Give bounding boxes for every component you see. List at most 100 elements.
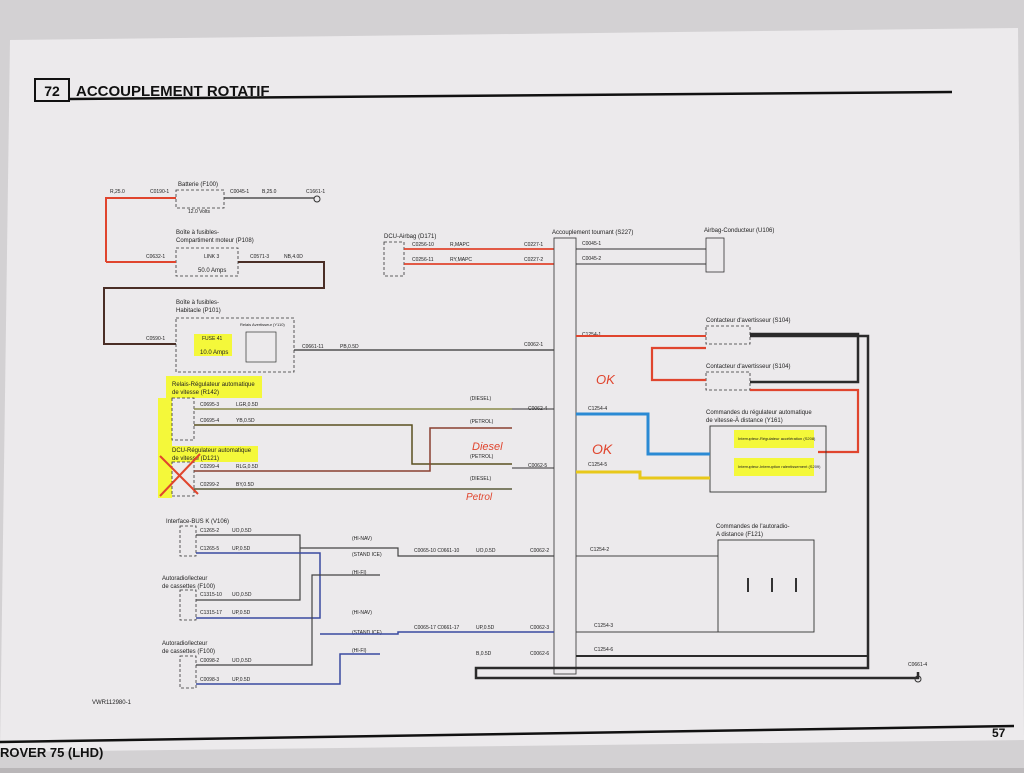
marker-blue-cruise (576, 412, 710, 456)
airbag-driver-box (705, 237, 725, 273)
radio1-c2: C1315-17 (200, 610, 222, 616)
battery-c-left: C0190-1 (150, 189, 169, 195)
battery-wire-left: R,25.0 (110, 189, 125, 195)
footer-rule (0, 724, 1015, 744)
radio1-box (179, 589, 197, 621)
marker-black-ground (474, 334, 920, 680)
dcu-airbag-wire2: RY,MAPC (450, 257, 472, 263)
footer-model: ROVER 75 (LHD) (0, 745, 103, 760)
handwritten-ok-1: OK (596, 372, 616, 387)
battery-wire-right: B,25.0 (262, 189, 277, 195)
footer-ref: VWR112980-1 (92, 700, 132, 706)
relay-speed-wire2: YB,0.5D (236, 418, 255, 424)
fusebox-engine-title1: Boîte à fusibles- (176, 230, 219, 236)
splice-row2-mid: C0062-3 (530, 625, 549, 631)
radio-remote-title2: A distance (F121) (716, 532, 763, 538)
rotary-c7: C1254-3 (594, 623, 613, 629)
relay-symbol (245, 331, 277, 363)
header-rule (69, 90, 953, 101)
busk-wire2: UP,0.5D (232, 546, 251, 552)
fusebox-cabin-title1: Boîte à fusibles- (176, 300, 219, 306)
busk-wire1: UO,0.5D (232, 528, 252, 534)
option-standice-1: (STAND ICE) (352, 552, 382, 558)
wire-uo-main (300, 547, 432, 557)
fusebox-engine-c-right: C0571-3 (250, 254, 269, 260)
radio-remote-title1: Commandes de l'autoradio- (716, 524, 790, 530)
ground-end-label: C0661-4 (908, 662, 927, 668)
dcu-airbag-wire1: R,MAPC (450, 242, 470, 248)
radio2-c2: C0098-3 (200, 677, 219, 683)
horn2-title: Contacteur d'avertisseur (S104) (706, 364, 791, 370)
header-number-box (34, 78, 70, 102)
sw2-highlight (734, 458, 814, 476)
fusebox-engine-link: LINK 3 (204, 254, 220, 260)
horn1-title: Contacteur d'avertisseur (S104) (706, 318, 791, 324)
fusebox-engine-c-left: C0632-1 (146, 254, 165, 260)
dcu-title-highlight (166, 446, 258, 462)
splice-row1-mid: C0062-2 (530, 548, 549, 554)
handwritten-ok-2: OK (592, 441, 613, 457)
dcu-speed-c2: C0299-2 (200, 482, 219, 488)
cruise-box (709, 425, 827, 493)
dcu-airbag-c2b: C0227-2 (524, 257, 543, 263)
dcu-speed-c1: C0299-4 (200, 464, 219, 470)
cruise-sw1: Interrupteur-Régulateur accélération (S2… (738, 436, 816, 441)
radio1-title1: Autoradio/lecteur (162, 576, 207, 582)
splice-row3-wire: B,0.5D (476, 651, 492, 657)
marker-red-to-cruise (750, 388, 860, 454)
rotary-c4: C1254-4 (588, 406, 607, 412)
busk-c2: C1265-5 (200, 546, 219, 552)
paper-sheet (0, 28, 1024, 752)
ground-end-icon (914, 675, 922, 683)
fusebox-cabin-relay: Relais Avertisseur (Y110) (240, 322, 285, 327)
relay-speed-title1: Relais-Régulateur automatique (172, 382, 255, 388)
dcu-airbag-c1: C0256-10 (412, 242, 434, 248)
radio2-title2: de cassettes (F100) (162, 649, 215, 655)
cruise-title2: de vitesse-À distance (Y161) (706, 417, 783, 424)
fusebox-cabin-amps: 10.0 Amps (200, 350, 228, 356)
handwritten-diesel: Diesel (472, 441, 503, 453)
relay-speed-box (171, 397, 195, 441)
splice-row2-wire: UP,0.5D (476, 625, 495, 631)
relay-speed-c1: C0695-3 (200, 402, 219, 408)
ground-symbol-icon (313, 195, 321, 203)
dcu-airbag-c1b: C0227-1 (524, 242, 543, 248)
splice-row1-c: C0065-10 C0661-10 (414, 548, 460, 554)
radio2-wire2: UP,0.5D (232, 677, 251, 683)
dcu-speed-opt1: (PETROL) (470, 454, 494, 460)
footer-page: 57 (992, 726, 1006, 740)
airbag-driver-title: Airbag-Conducteur (U106) (704, 228, 774, 234)
cruise-title1: Commandes du régulateur automatique (706, 410, 812, 416)
radio2-title1: Autoradio/lecteur (162, 641, 207, 647)
rotary-coupler-body (553, 237, 577, 675)
fusebox-cabin-box (175, 317, 295, 373)
dcu-speed-opt2: (DIESEL) (470, 476, 491, 482)
radio1-title2: de cassettes (F100) (162, 584, 215, 590)
rotary-c6: C1254-2 (590, 547, 609, 553)
option-hifi-1: (HI-FI) (352, 570, 367, 576)
splice-row3-mid: C0062-6 (530, 651, 549, 657)
radio2-box (179, 655, 197, 689)
option-hifi-2: (HI-FI) (352, 648, 367, 654)
rotary-c8: C1254-6 (594, 647, 613, 653)
fusebox-cabin-c-left: C0590-1 (146, 336, 165, 342)
rotary-c1: C0045-1 (582, 241, 601, 247)
relay-title-highlight (166, 376, 262, 398)
relay-speed-opt1: (DIESEL) (470, 396, 491, 402)
option-hinav-1: (HI-NAV) (352, 536, 372, 542)
header-title: ACCOUPLEMENT ROTATIF (76, 83, 270, 100)
busk-c1: C1265-2 (200, 528, 219, 534)
dcu-speed-c-mid: C0062-5 (528, 463, 547, 469)
radio2-c1: C0098-2 (200, 658, 219, 664)
rotary-c5: C1254-5 (588, 462, 607, 468)
dcu-speed-box (171, 461, 195, 497)
marker-yellow-cruise (576, 470, 710, 480)
dcu-speed-wire1: RLG,0.5D (236, 464, 259, 470)
wire-rlg (194, 427, 512, 472)
wire-yb (194, 424, 512, 465)
radio-remote-box (717, 539, 815, 633)
battery-c-right: C0045-1 (230, 189, 249, 195)
radio1-wire1: UO,0.5D (232, 592, 252, 598)
battery-volts: 12.0 Volts (188, 209, 210, 215)
